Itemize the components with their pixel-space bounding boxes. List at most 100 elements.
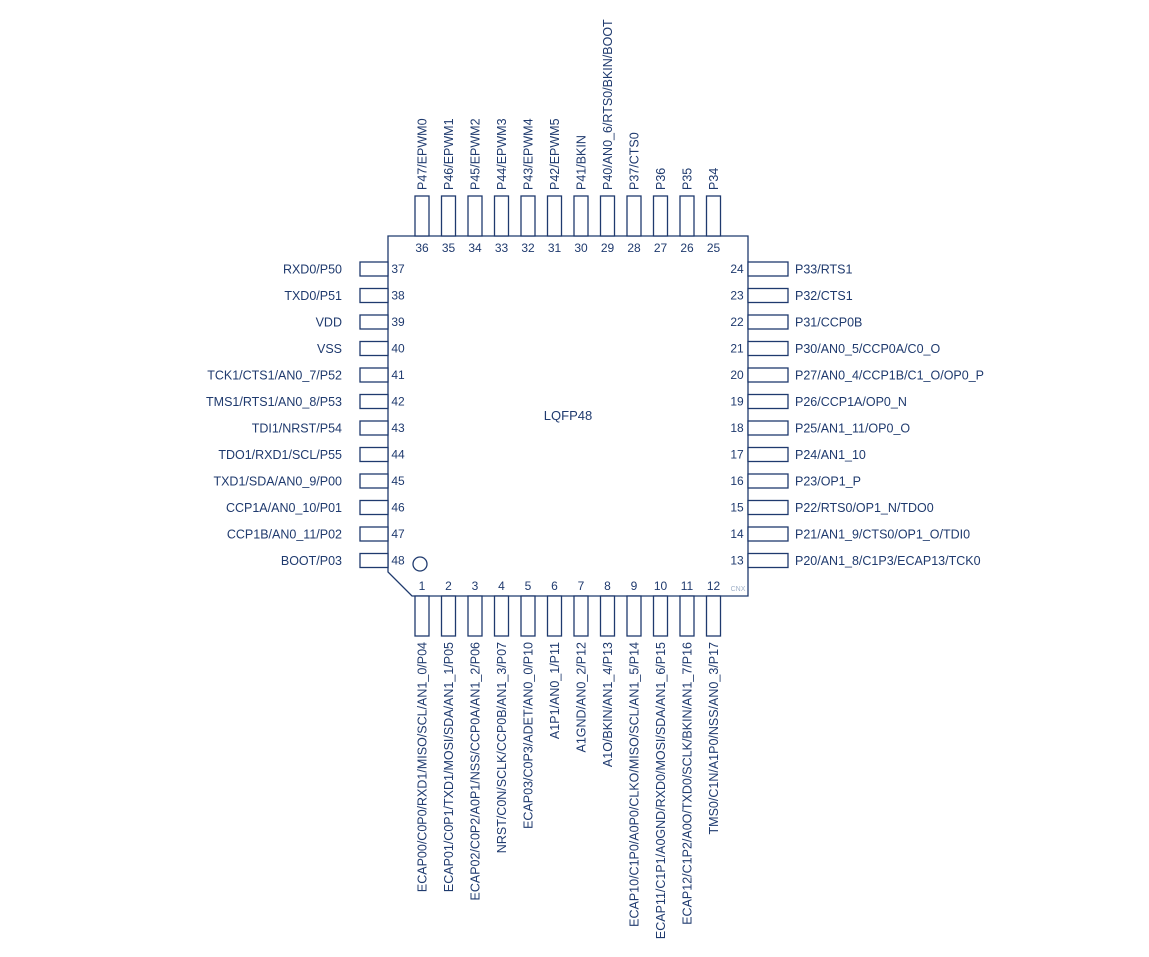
- pin-label-36: P47/EPWM0: [416, 118, 430, 190]
- pin-label-43: TDI1/NRST/P54: [252, 422, 342, 436]
- pin-number-31: 31: [548, 241, 562, 255]
- pin-label-11: ECAP12/C1P2/A0O/TXD0/SCLK/BKIN/AN1_7/P16: [681, 642, 695, 925]
- pin-number-26: 26: [680, 241, 694, 255]
- pin-number-15: 15: [730, 501, 744, 515]
- pin-number-46: 46: [391, 501, 405, 515]
- pin-label-48: BOOT/P03: [281, 554, 342, 568]
- pin-lead-2: [440, 595, 457, 637]
- pin-number-43: 43: [391, 421, 405, 435]
- pin-label-33: P44/EPWM3: [495, 118, 509, 190]
- pin-lead-35: [440, 195, 457, 237]
- pin1-indicator-dot: [412, 556, 428, 572]
- pin-lead-24: [747, 261, 789, 277]
- pin-lead-23: [747, 287, 789, 304]
- pin-label-28: P37/CTS0: [628, 132, 642, 190]
- pin-number-21: 21: [730, 342, 744, 356]
- pin-lead-15: [747, 499, 789, 516]
- pins-layer: 37RXD0/P5038TXD0/P5139VDD40VSS41TCK1/CTS…: [206, 19, 984, 939]
- pin-lead-3: [467, 595, 483, 637]
- pin-lead-13: [747, 552, 789, 569]
- pin-number-45: 45: [391, 474, 405, 488]
- pin-number-17: 17: [730, 448, 744, 462]
- pin-label-4: NRST/C0N/SCLK/CCP0B/AN1_3/P07: [495, 642, 509, 853]
- pin-lead-12: [705, 595, 722, 637]
- pin-lead-1: [414, 595, 430, 637]
- pin-label-5: ECAP03/C0P3/ADET/AN0_0/P10: [522, 642, 536, 829]
- pin-number-30: 30: [574, 241, 588, 255]
- pin-label-19: P26/CCP1A/OP0_N: [795, 395, 907, 409]
- pin-lead-34: [467, 195, 483, 237]
- pin-label-47: CCP1B/AN0_11/P02: [227, 528, 342, 542]
- pin-number-44: 44: [391, 448, 405, 462]
- pin-lead-21: [747, 340, 789, 357]
- pin-label-10: ECAP11/C1P1/A0GND/RXD0/MOSI/SDA/AN1_6/P1…: [654, 642, 668, 939]
- pin-lead-28: [626, 195, 642, 237]
- pin-label-30: P41/BKIN: [575, 135, 589, 190]
- pin-number-42: 42: [391, 395, 405, 409]
- pin-lead-4: [493, 595, 510, 637]
- pin-label-39: VDD: [316, 316, 342, 330]
- pin-label-20: P27/AN0_4/CCP1B/C1_O/OP0_P: [795, 369, 984, 383]
- pin-number-41: 41: [391, 368, 405, 382]
- pin-number-19: 19: [730, 395, 744, 409]
- pin-lead-17: [747, 446, 789, 463]
- pin-label-29: P40/AN0_6/RTS0/BKIN/BOOT: [601, 19, 615, 190]
- pin-lead-19: [747, 393, 789, 410]
- pin-number-37: 37: [391, 262, 405, 276]
- pin-lead-20: [747, 367, 789, 383]
- pin-label-16: P23/OP1_P: [795, 475, 861, 489]
- pin-lead-45: [359, 473, 389, 489]
- pin-lead-26: [679, 195, 695, 237]
- pin-number-1: 1: [419, 579, 426, 593]
- pin-number-47: 47: [391, 527, 405, 541]
- pin-number-16: 16: [730, 474, 744, 488]
- pin-lead-48: [359, 552, 389, 569]
- pin-number-9: 9: [631, 579, 638, 593]
- pin-label-37: RXD0/P50: [283, 263, 342, 277]
- pin-number-40: 40: [391, 342, 405, 356]
- pin-label-41: TCK1/CTS1/AN0_7/P52: [207, 369, 342, 383]
- pin-number-22: 22: [730, 315, 744, 329]
- pin-lead-46: [359, 499, 389, 516]
- pin-label-40: VSS: [317, 342, 342, 356]
- pin-lead-22: [747, 314, 789, 330]
- pin-lead-18: [747, 420, 789, 436]
- pin-number-23: 23: [730, 289, 744, 303]
- pin-number-10: 10: [654, 579, 668, 593]
- pin-lead-16: [747, 473, 789, 489]
- pin-label-2: ECAP01/C0P1/TXD1/MOSI/SDA/AN1_1/P05: [442, 642, 456, 892]
- pin-label-23: P32/CTS1: [795, 289, 853, 303]
- pin-label-25: P34: [707, 168, 721, 190]
- pin-lead-6: [546, 595, 563, 637]
- pin-number-8: 8: [604, 579, 611, 593]
- pin-lead-9: [626, 595, 642, 637]
- pin-label-3: ECAP02/C0P2/A0P1/NSS/CCP0A/AN1_2/P06: [469, 642, 483, 901]
- pin-lead-10: [652, 595, 669, 637]
- pin-label-7: A1GND/AN0_2/P12: [575, 642, 589, 753]
- pin-lead-32: [520, 195, 536, 237]
- pin-label-32: P43/EPWM4: [522, 118, 536, 190]
- pin-number-35: 35: [442, 241, 456, 255]
- pin-label-18: P25/AN1_11/OP0_O: [795, 422, 910, 436]
- pin-number-20: 20: [730, 368, 744, 382]
- pin-lead-38: [359, 287, 389, 304]
- pin-label-8: A1O/BKIN/AN1_4/P13: [601, 642, 615, 767]
- pin-number-4: 4: [498, 579, 505, 593]
- pin-label-34: P45/EPWM2: [469, 118, 483, 190]
- pin-label-27: P36: [654, 168, 668, 190]
- pin-label-22: P31/CCP0B: [795, 316, 862, 330]
- pin-label-35: P46/EPWM1: [442, 118, 456, 190]
- pin-number-2: 2: [445, 579, 452, 593]
- pin-number-3: 3: [472, 579, 479, 593]
- pin-number-14: 14: [730, 527, 744, 541]
- pin-lead-14: [747, 526, 789, 542]
- pin-number-24: 24: [730, 262, 744, 276]
- pin-number-48: 48: [391, 554, 405, 568]
- pin-lead-7: [573, 595, 589, 637]
- pin-number-27: 27: [654, 241, 668, 255]
- pin-lead-31: [546, 195, 563, 237]
- pin-lead-27: [652, 195, 669, 237]
- pin-label-9: ECAP10/C1P0/A0P0/CLKO/MISO/SCL/AN1_5/P14: [628, 642, 642, 927]
- package-label: LQFP48: [544, 408, 592, 423]
- pin-number-39: 39: [391, 315, 405, 329]
